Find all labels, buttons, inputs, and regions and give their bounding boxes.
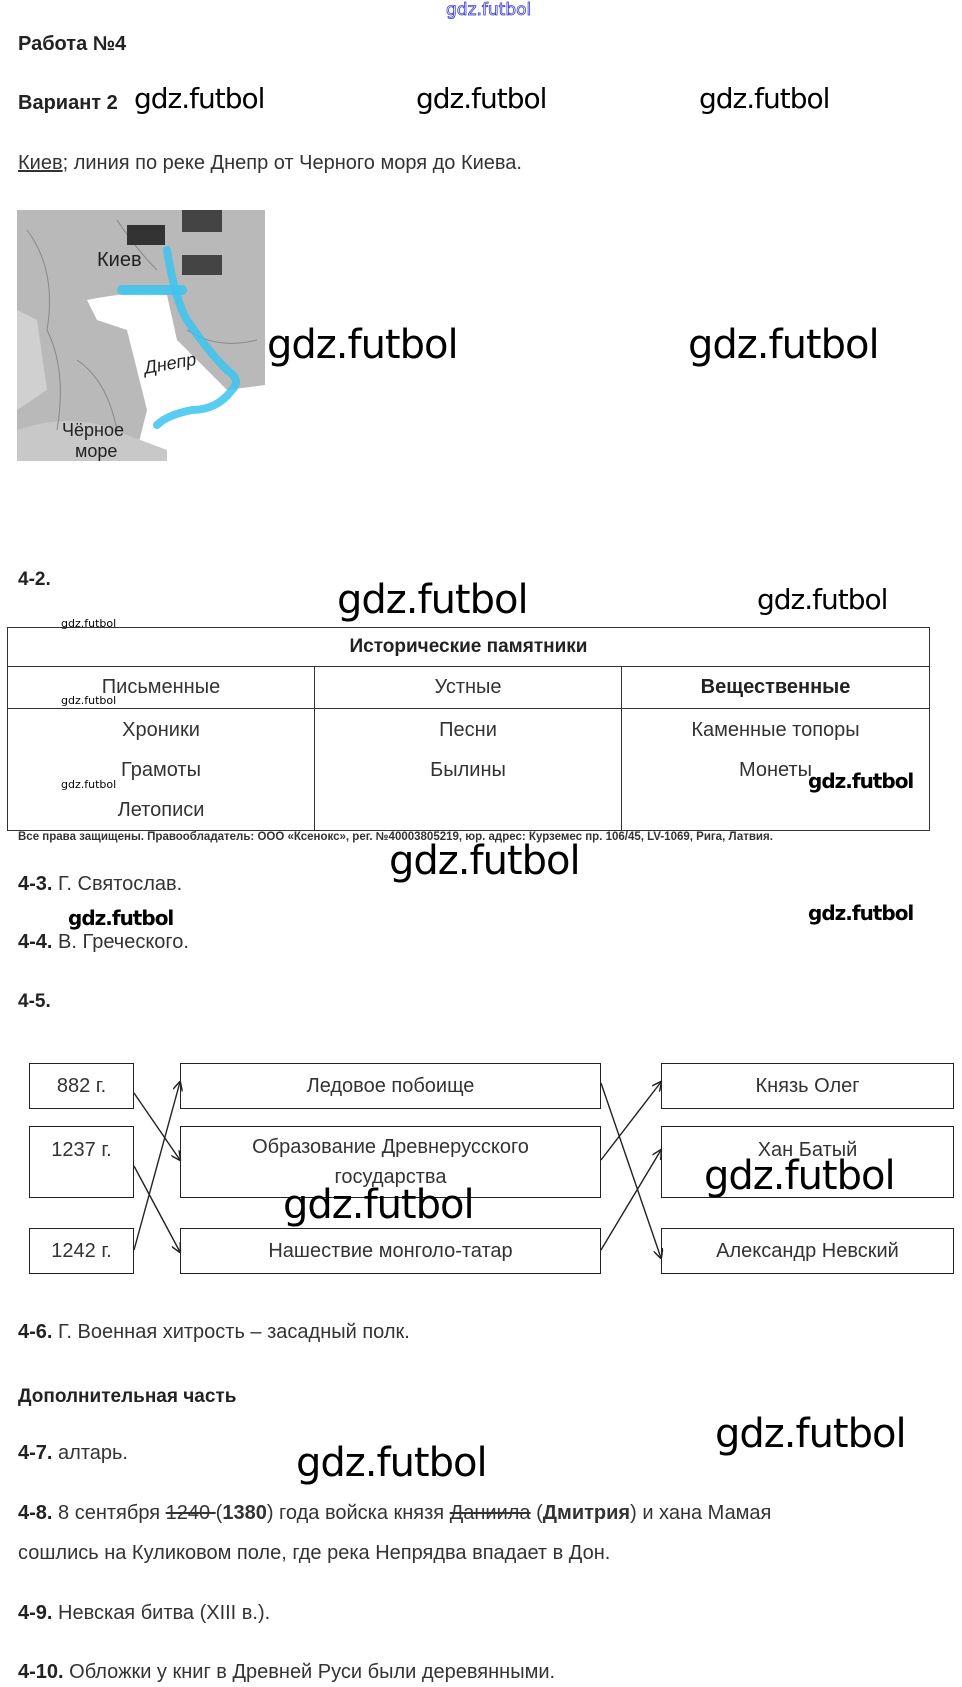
monuments-table: Исторические памятники Письменные Устные…: [6, 627, 930, 831]
arrow-1237: [133, 1165, 180, 1252]
task-number: 4-6.: [18, 1321, 53, 1343]
watermark: gdz.futbol: [134, 82, 265, 115]
watermark: gdz.futbol: [808, 901, 914, 925]
task-answer: Г. Святослав.: [58, 873, 183, 895]
struck-text: Даниила: [449, 1502, 531, 1524]
task9: 4-9. Невская битва (XIII в.).: [18, 1602, 270, 1625]
map-label-sea: море: [75, 441, 117, 461]
task3: 4-3. Г. Святослав.: [18, 873, 182, 896]
task6: 4-6. Г. Военная хитрость – засадный полк…: [18, 1321, 410, 1344]
arrow-nashestvie: [600, 1150, 661, 1251]
task8: 4-8. 8 сентября 1240 (1380) года войска …: [18, 1502, 771, 1525]
task-number: 4-3.: [18, 873, 53, 895]
arrow-obrazovanie: [600, 1082, 661, 1161]
arrow-1242: [133, 1082, 180, 1251]
task10: 4-10. Обложки у книг в Древней Руси были…: [18, 1661, 555, 1684]
task-answer: Невская битва (XIII в.).: [58, 1602, 271, 1624]
map-image: Киев Днепр Чёрное море: [17, 210, 265, 461]
watermark: gdz.futbol: [61, 617, 117, 630]
arrow-ledovoe: [600, 1082, 661, 1258]
task1-answer: Киев; линия по реке Днепр от Черного мор…: [18, 152, 522, 175]
watermark: gdz.futbol: [416, 82, 547, 115]
task-answer: алтарь.: [58, 1442, 128, 1464]
watermark: gdz.futbol: [296, 1440, 488, 1486]
task7: 4-7. алтарь.: [18, 1442, 128, 1465]
copyright: Все права защищены. Правообладатель: ООО…: [18, 831, 773, 843]
date-box: 1242 г.: [29, 1228, 134, 1274]
text: (: [530, 1502, 543, 1524]
text: ) года войска князя: [266, 1502, 450, 1524]
task-number: 4-4.: [18, 931, 53, 953]
extra-heading: Дополнительная часть: [18, 1386, 237, 1407]
church-icon: [182, 255, 222, 275]
cell-item: Летописи: [117, 799, 205, 821]
watermark: gdz.futbol: [337, 577, 529, 623]
cell-item: Песни: [439, 719, 497, 741]
text: 8 сентября: [58, 1502, 166, 1524]
kiev-icon: [127, 225, 165, 245]
map-label-sea: Чёрное: [62, 420, 124, 440]
arrow-882: [133, 1092, 180, 1160]
cell-item: Хроники: [122, 719, 200, 741]
task5-number: 4-5.: [18, 991, 51, 1012]
watermark: gdz.futbol: [267, 322, 459, 368]
task2-number: 4-2.: [18, 569, 51, 590]
task-answer: Обложки у книг в Древней Руси были дерев…: [69, 1661, 556, 1683]
struck-text: 1240: [165, 1502, 216, 1524]
page-title: Работа №4: [18, 33, 127, 55]
watermark-top: gdz.futbol: [446, 0, 532, 20]
watermark: gdz.futbol: [688, 322, 880, 368]
watermark: gdz.futbol: [61, 778, 117, 791]
corrected-year: 1380: [222, 1502, 267, 1524]
text: ) и хана Мамая: [630, 1502, 772, 1524]
task8-line2: сошлись на Куликовом поле, где река Непр…: [18, 1542, 611, 1564]
watermark: gdz.futbol: [808, 769, 914, 793]
corrected-name: Дмитрия: [542, 1502, 631, 1524]
church-icon: [182, 210, 222, 232]
watermark: gdz.futbol: [704, 1153, 896, 1199]
person-box: Хан Батый: [661, 1126, 954, 1198]
watermark: gdz.futbol: [283, 1182, 475, 1228]
task-number: 4-10.: [18, 1661, 64, 1683]
task-number: 4-8.: [18, 1502, 53, 1524]
event-box: Образование Древнерусского государства: [180, 1126, 601, 1198]
watermark: gdz.futbol: [715, 1411, 907, 1457]
table-header: Вещественные: [621, 666, 930, 709]
watermark: gdz.futbol: [68, 906, 174, 930]
table-title: Исторические памятники: [7, 627, 930, 667]
task4: 4-4. В. Греческого.: [18, 931, 189, 954]
cell-item: Каменные топоры: [691, 719, 860, 741]
kiev-underlined: Киев: [18, 152, 63, 174]
date-box: 1237 г.: [29, 1126, 134, 1198]
task-number: 4-9.: [18, 1602, 53, 1624]
watermark: gdz.futbol: [389, 838, 581, 884]
table-header: Письменные: [6, 666, 316, 709]
map-label-kiev: Киев: [97, 249, 142, 271]
text: (: [215, 1502, 223, 1524]
watermark: gdz.futbol: [699, 82, 830, 115]
cell-item: Монеты: [738, 759, 813, 781]
cell-item: Грамоты: [121, 759, 201, 781]
task-answer: Г. Военная хитрость – засадный полк.: [58, 1321, 410, 1343]
table-header: Устные: [314, 666, 623, 709]
watermark: gdz.futbol: [61, 694, 117, 707]
cell-item: Былины: [430, 759, 506, 781]
date-box: 882 г.: [29, 1063, 134, 1109]
watermark: gdz.futbol: [757, 583, 888, 616]
task-answer: В. Греческого.: [58, 931, 189, 953]
task1-text: ; линия по реке Днепр от Черного моря до…: [62, 152, 522, 174]
task-number: 4-7.: [18, 1442, 53, 1464]
variant-label: Вариант 2: [18, 92, 118, 114]
